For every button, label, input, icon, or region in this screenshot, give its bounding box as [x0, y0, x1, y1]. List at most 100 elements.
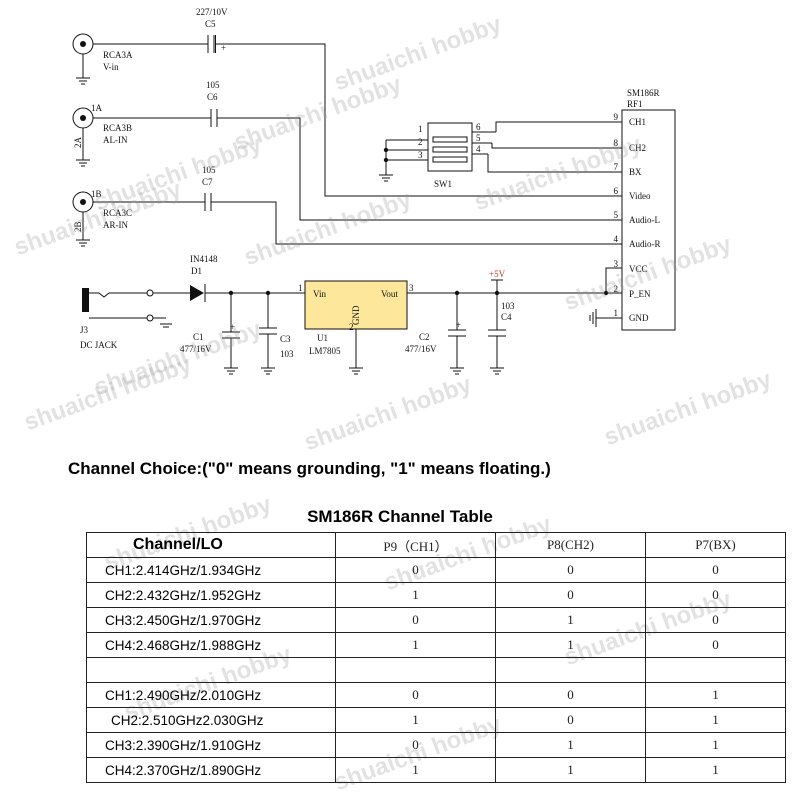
c1-value: 477/16V [180, 344, 212, 354]
svg-text:Audio-L: Audio-L [629, 215, 660, 225]
p9-cell: 0 [335, 557, 496, 583]
pin-1b-label: 1B [91, 189, 102, 199]
channel-cell: CH3:2.450GHz/1.970GHz [86, 607, 336, 633]
p9-cell [335, 657, 496, 683]
svg-text:P_EN: P_EN [629, 289, 651, 299]
sw-pin-1: 1 [418, 124, 423, 134]
rca3c-connector [72, 191, 94, 247]
channel-cell: CH4:2.468GHz/1.988GHz [86, 632, 336, 658]
channel-cell: CH3:2.390GHz/1.910GHz [86, 732, 336, 758]
dc-jack [82, 288, 172, 328]
channel-cell: CH2:2.510GHz2.030GHz [86, 707, 336, 733]
p9-cell: 1 [335, 632, 496, 658]
svg-text:CH1: CH1 [629, 117, 646, 127]
circuit-schematic: RCA3A V-in + 227/10V C5 1A 2A RCA3B AL-I… [72, 7, 676, 375]
u1-gnd: GND [351, 305, 361, 325]
table-header-row: Channel/LO P9（CH1） P8(CH2) P7(BX) [86, 532, 786, 558]
svg-text:GND: GND [629, 313, 649, 323]
header-p7: P7(BX) [645, 532, 786, 558]
u1-pin1: 1 [298, 283, 303, 293]
c5-value: 227/10V [196, 7, 228, 17]
sw-pin-2: 2 [418, 137, 423, 147]
p8-cell: 0 [495, 682, 646, 708]
u1-pin2: 2 [349, 322, 354, 332]
svg-text:1: 1 [614, 308, 619, 318]
svg-text:5: 5 [614, 210, 619, 220]
sw-pin-3: 3 [418, 150, 423, 160]
svg-text:7: 7 [614, 162, 619, 172]
alin-label: AL-IN [103, 135, 128, 145]
svg-text:3: 3 [614, 259, 619, 269]
sw1-dip-switch [379, 122, 496, 182]
svg-text:6: 6 [614, 186, 619, 196]
channel-cell: CH1:2.490GHz/2.010GHz [86, 682, 336, 708]
u1-vout: Vout [381, 289, 398, 299]
table-title: SM186R Channel Table [307, 507, 493, 526]
p9-cell: 1 [335, 707, 496, 733]
p9-cell: 0 [335, 607, 496, 633]
header-channel-lo: Channel/LO [86, 532, 336, 558]
p7-cell: 1 [645, 732, 786, 758]
svg-text:4: 4 [614, 234, 619, 244]
channel-cell: CH2:2.432GHz/1.952GHz [86, 582, 336, 608]
svg-text:CH2: CH2 [629, 143, 646, 153]
channel-table: Channel/LO P9（CH1） P8(CH2) P7(BX) CH1:2.… [86, 532, 786, 783]
p7-cell: 0 [645, 632, 786, 658]
p8-cell: 1 [495, 757, 646, 783]
pin-2a-label: 2A [73, 137, 83, 149]
header-p8: P8(CH2) [495, 532, 646, 558]
sw-pin-6: 6 [476, 122, 481, 132]
rca3a-connector [72, 33, 94, 85]
p7-cell: 1 [645, 707, 786, 733]
module-name: SM186R [627, 88, 660, 98]
svg-text:Video: Video [629, 191, 651, 201]
svg-text:VCC: VCC [629, 264, 648, 274]
c4-ref: C4 [501, 312, 512, 322]
vin-label: V-in [103, 62, 119, 72]
p7-cell: 0 [645, 582, 786, 608]
svg-text:BX: BX [629, 167, 642, 177]
u1-vin: Vin [313, 289, 326, 299]
j3-ref: J3 [80, 325, 89, 335]
p8-cell: 1 [495, 607, 646, 633]
p8-cell [495, 657, 646, 683]
rca3a-label: RCA3A [103, 50, 133, 60]
p8-cell: 0 [495, 557, 646, 583]
sm186r-module [621, 109, 676, 331]
channel-cell [86, 657, 336, 683]
channel-cell: CH1:2.414GHz/1.934GHz [86, 557, 336, 583]
c2-value: 477/16V [405, 344, 437, 354]
u1-pin3: 3 [409, 283, 414, 293]
c5-ref: C5 [205, 19, 216, 29]
p8-cell: 0 [495, 707, 646, 733]
c5-plus: + [221, 43, 226, 53]
sw1-ref: SW1 [434, 179, 452, 189]
p7-cell: 0 [645, 557, 786, 583]
p8-cell: 1 [495, 632, 646, 658]
d1-part: IN4148 [190, 254, 218, 264]
d1-ref: D1 [191, 266, 202, 276]
d1-diode [190, 284, 206, 302]
c1-plus: + [230, 322, 235, 332]
sw-pin-5: 5 [476, 133, 481, 143]
table-row-spacer [86, 657, 786, 683]
rca3b-connector [72, 107, 94, 167]
svg-text:Audio-R: Audio-R [629, 239, 661, 249]
c4-value: 103 [501, 301, 515, 311]
channel-choice-note: Channel Choice:("0" means grounding, "1"… [68, 459, 551, 478]
channel-cell: CH4:2.370GHz/1.890GHz [86, 757, 336, 783]
p7-cell: 1 [645, 757, 786, 783]
c7-value: 105 [202, 165, 216, 175]
header-p9: P9（CH1） [335, 532, 496, 558]
pin-1a-label: 1A [91, 103, 103, 113]
dc-jack-label: DC JACK [80, 340, 118, 350]
c1-ref: C1 [193, 332, 204, 342]
p8-cell: 1 [495, 732, 646, 758]
